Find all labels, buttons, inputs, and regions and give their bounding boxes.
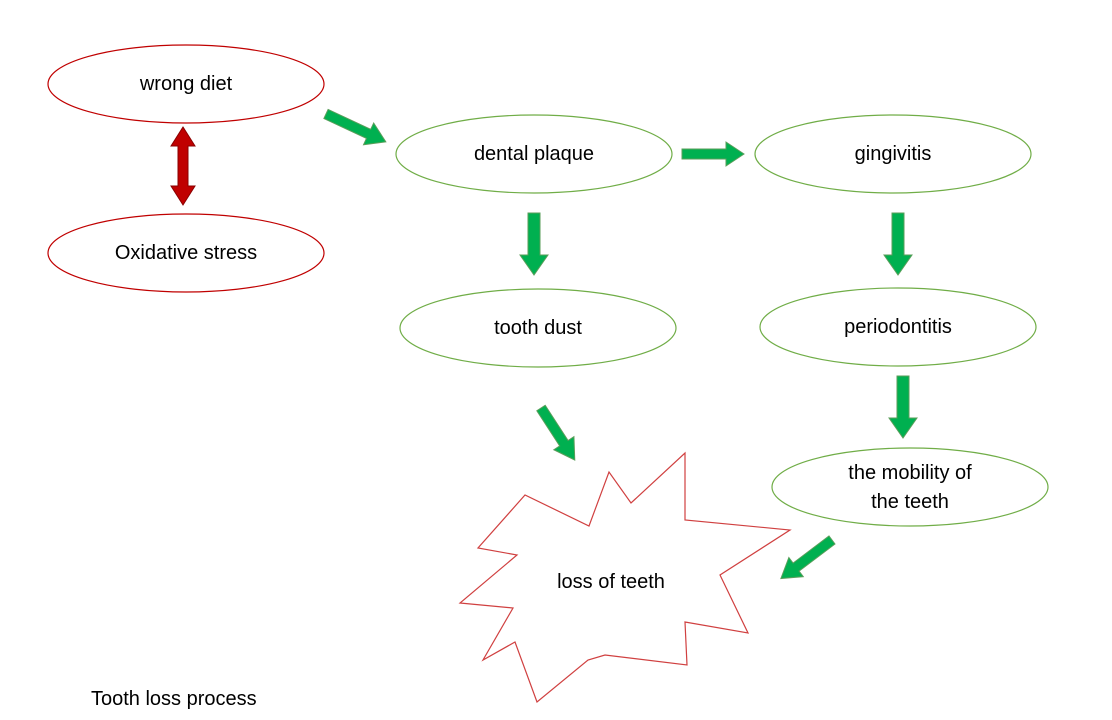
node-loss-of-teeth: loss of teeth: [458, 451, 792, 704]
node-periodontitis: periodontitis: [759, 287, 1037, 367]
edge-mobility-loss-group: [780, 535, 836, 580]
edge-wrong-diet-dental-plaque-arrow: [323, 108, 387, 146]
node-mobility-of-teeth-label-line2: the teeth: [871, 491, 949, 513]
node-wrong-diet-label: wrong diet: [139, 73, 233, 95]
node-loss-of-teeth-label: loss of teeth: [557, 571, 665, 593]
edge-tooth-dust-loss-arrow: [536, 404, 576, 461]
edge-mobility-loss-arrow: [780, 535, 836, 580]
node-mobility-of-teeth-label-line1: the mobility of: [848, 462, 972, 484]
node-gingivitis-label: gingivitis: [855, 143, 932, 165]
node-mobility-of-teeth: the mobility of the teeth: [771, 447, 1049, 527]
node-wrong-diet-shape: [47, 44, 325, 124]
edge-dental-plaque-gingivitis-arrow: [681, 141, 745, 167]
node-oxidative-stress-label: Oxidative stress: [115, 242, 257, 264]
node-gingivitis-shape: [754, 114, 1032, 194]
node-dental-plaque-shape: [395, 114, 673, 194]
edge-wrong-diet-oxidative-stress-arrow: [170, 126, 196, 206]
node-oxidative-stress-shape: [47, 213, 325, 293]
diagram-caption: Tooth loss process: [91, 688, 257, 710]
node-wrong-diet: wrong diet: [47, 44, 325, 124]
node-oxidative-stress: Oxidative stress: [47, 213, 325, 293]
edge-tooth-dust-loss-group: [536, 404, 576, 461]
node-periodontitis-label: periodontitis: [844, 316, 952, 338]
node-loss-of-teeth-starburst: [458, 451, 792, 704]
node-mobility-of-teeth-shape: [771, 447, 1049, 527]
node-dental-plaque: dental plaque: [395, 114, 673, 194]
edge-dental-plaque-tooth-dust-arrow: [519, 212, 549, 276]
node-tooth-dust: tooth dust: [399, 288, 677, 368]
node-dental-plaque-label: dental plaque: [474, 143, 594, 165]
node-tooth-dust-label: tooth dust: [494, 317, 582, 339]
edge-periodontitis-mobility-arrow: [888, 375, 918, 439]
node-tooth-dust-shape: [399, 288, 677, 368]
edge-gingivitis-periodontitis-arrow: [883, 212, 913, 276]
edge-wrong-diet-dental-plaque-group: [323, 108, 387, 146]
node-periodontitis-shape: [759, 287, 1037, 367]
node-gingivitis: gingivitis: [754, 114, 1032, 194]
